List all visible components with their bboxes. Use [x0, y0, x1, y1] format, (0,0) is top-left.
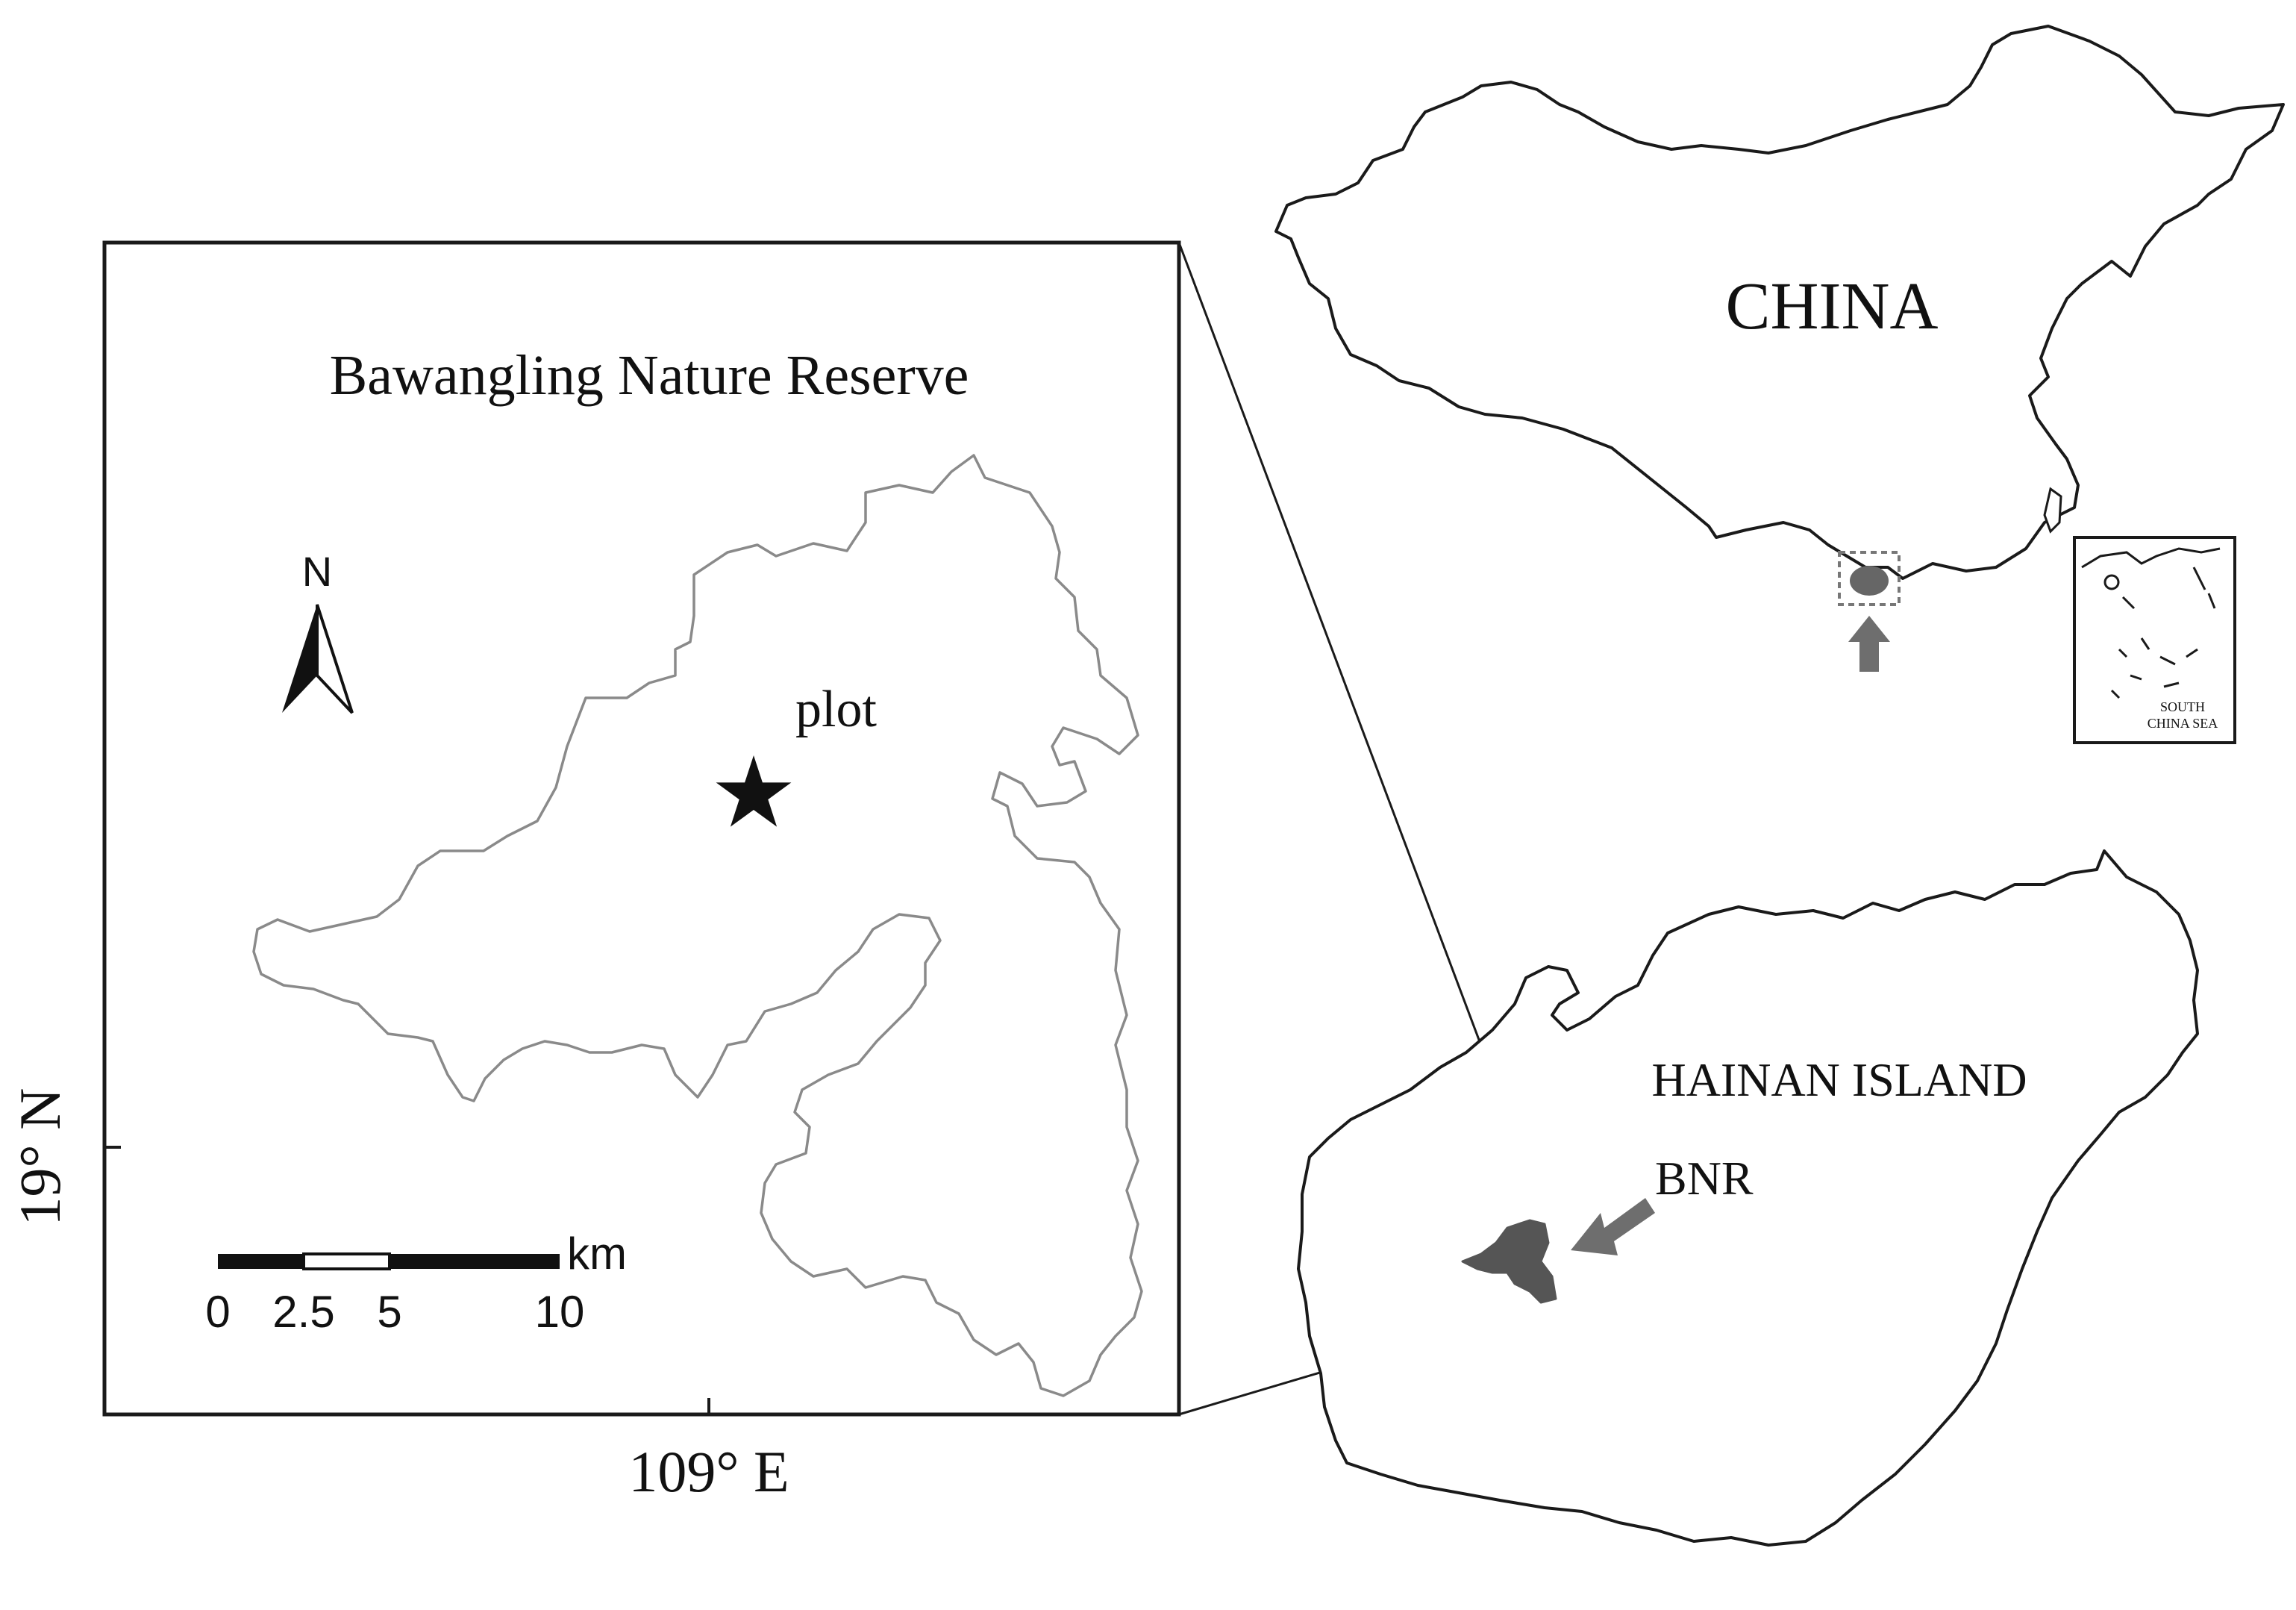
plot-star-icon: [716, 755, 792, 827]
scale-bar-segment: [390, 1254, 560, 1269]
hainan-locator-shape: [1850, 566, 1889, 596]
inset-title: Bawangling Nature Reserve: [330, 344, 969, 407]
reserve-inset-panel: Bawangling Nature Reserve N plot 19° N 1…: [7, 240, 1181, 1504]
south-china-sea-island: [2103, 574, 2120, 590]
north-arrow-icon: N: [282, 548, 354, 714]
south-china-sea-islands: [2192, 567, 2206, 590]
south-china-sea-islands: [2140, 637, 2150, 650]
scale-bar-segment: [218, 1254, 304, 1269]
hainan-island-label: HAINAN ISLAND: [1651, 1053, 2027, 1106]
bnr-pointer-arrow-icon: [1571, 1198, 1655, 1255]
china-label: CHINA: [1726, 269, 1939, 343]
hainan-locator-box: [1838, 551, 1901, 606]
scale-bar-tick-label: 0: [205, 1287, 230, 1337]
south-china-sea-islands: [2110, 689, 2121, 699]
longitude-label: 109° E: [628, 1439, 789, 1504]
hainan-map: HAINAN ISLAND BNR: [1297, 849, 2199, 1547]
south-china-sea-label: SOUTH: [2160, 699, 2205, 714]
bnr-label: BNR: [1655, 1152, 1754, 1205]
north-arrow-label: N: [302, 548, 332, 595]
reserve-boundary: [252, 454, 1143, 1397]
china-outline: [1274, 25, 2285, 580]
scale-bar-segment: [302, 1252, 391, 1270]
south-china-sea-islands: [2159, 655, 2176, 666]
south-china-sea-islands: [2118, 648, 2128, 658]
south-china-sea-label: CHINA SEA: [2148, 716, 2218, 731]
scale-bar-tick-label: 5: [377, 1287, 401, 1337]
scale-bar-unit: km: [567, 1229, 627, 1279]
south-china-sea-coast: [2081, 547, 2221, 569]
hainan-locator-arrow-icon: [1848, 616, 1890, 672]
south-china-sea-islands: [2207, 593, 2216, 609]
south-china-sea-islands: [2163, 681, 2180, 688]
scale-bar-tick-label: 2.5: [272, 1287, 334, 1337]
south-china-sea-islands: [2130, 674, 2142, 681]
bnr-reserve-shape: [1461, 1219, 1557, 1304]
scale-bar-tick-label: 10: [535, 1287, 585, 1337]
south-china-sea-frame: [2073, 536, 2236, 744]
hainan-outline: [1297, 849, 2199, 1547]
china-map: CHINA SOUTH CHINA SEA: [1274, 25, 2285, 744]
south-china-sea-islands: [2121, 596, 2136, 610]
plot-label: plot: [795, 681, 877, 738]
south-china-sea-inset: SOUTH CHINA SEA: [2073, 536, 2236, 744]
south-china-sea-islands: [2186, 648, 2198, 658]
latitude-label: 19° N: [7, 1088, 72, 1226]
taiwan-outline: [2043, 487, 2062, 534]
scale-bar: km 0 2.5 5 10: [205, 1229, 627, 1337]
